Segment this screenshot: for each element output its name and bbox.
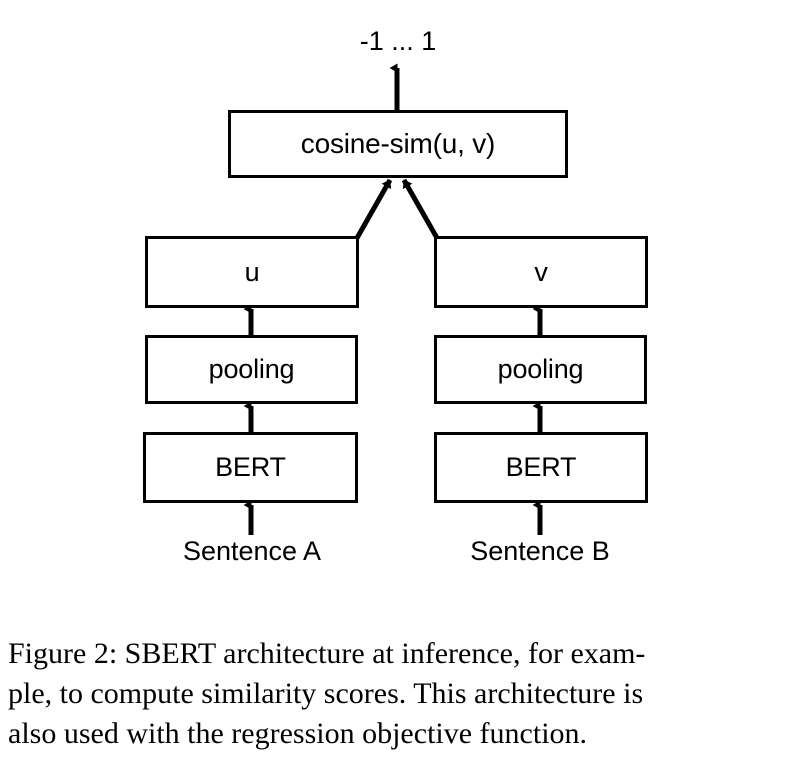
input-label-sentence-a: Sentence A xyxy=(182,536,322,566)
output-score-label: -1 ... 1 xyxy=(359,26,437,56)
node-bert-left: BERT xyxy=(143,432,358,503)
edge-u-to-cosine-sim xyxy=(354,178,393,240)
node-pooling-left: pooling xyxy=(145,335,358,404)
caption-line-2: ple, to compute similarity scores. This … xyxy=(8,676,644,710)
edge-v-to-cosine-sim xyxy=(401,178,440,240)
node-pooling-right: pooling xyxy=(434,335,647,404)
caption-line-1: Figure 2: SBERT architecture at inferenc… xyxy=(8,637,646,670)
figure-diagram-canvas xyxy=(243,63,543,535)
node-cosine-sim: cosine-sim(u, v) xyxy=(228,110,568,178)
node-embedding-v: v xyxy=(434,236,648,308)
input-label-sentence-b: Sentence B xyxy=(470,536,610,566)
figure-caption: Figure 2: SBERT architecture at inferenc… xyxy=(8,634,788,754)
caption-line-3: also used with the regression objective … xyxy=(8,716,588,750)
node-bert-right: BERT xyxy=(434,432,648,503)
node-embedding-u: u xyxy=(145,236,359,308)
